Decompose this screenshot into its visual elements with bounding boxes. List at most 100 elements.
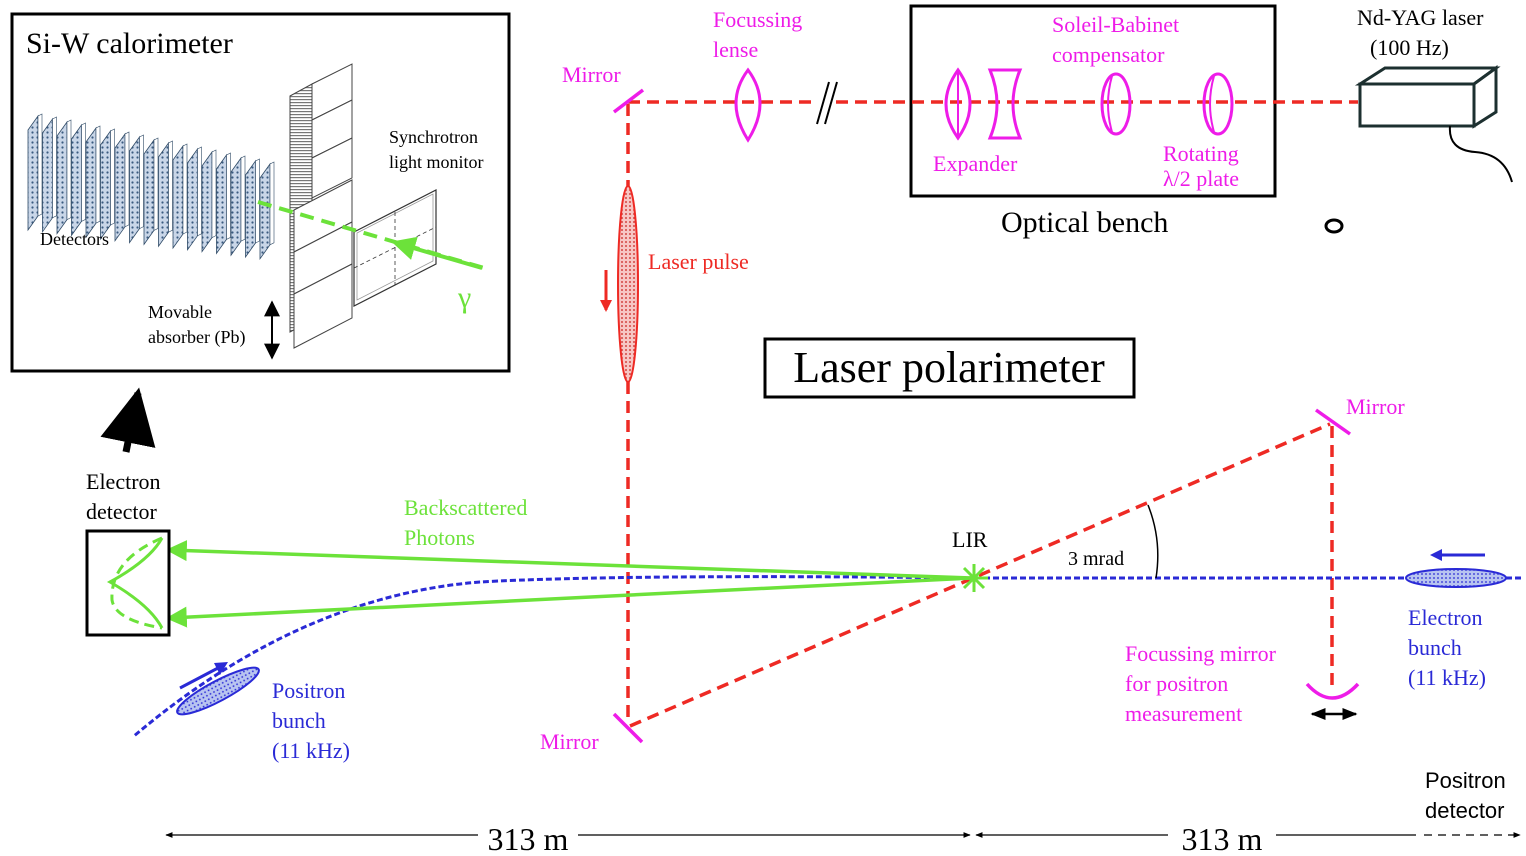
lir-interaction-point-icon	[960, 564, 988, 592]
detector-plate	[71, 123, 82, 237]
angle-arc	[1147, 504, 1159, 579]
detector-plate	[114, 132, 126, 243]
soleil-label-1: Soleil-Babinet	[1052, 12, 1179, 37]
synchrotron-label-1: Synchrotron	[389, 127, 478, 147]
laser-pulse-arrow	[600, 300, 612, 312]
detectors-label: Detectors	[40, 229, 109, 249]
positron-direction-arrow	[214, 662, 228, 675]
detector-plate	[201, 150, 213, 253]
rotating-label-2: λ/2 plate	[1163, 166, 1239, 191]
detector-plate	[259, 162, 271, 261]
detector-plate-edge	[139, 134, 144, 230]
rotating-label-1: Rotating	[1163, 141, 1239, 166]
mirror-bottom	[612, 712, 644, 744]
expander-concave-lens-icon	[987, 68, 1023, 140]
focussing-mirror-label-2: for positron	[1125, 671, 1228, 696]
expander-label: Expander	[933, 151, 1018, 176]
detector-plate	[172, 144, 184, 250]
page-title: Laser polarimeter	[793, 343, 1105, 392]
calorimeter-inset: Si-W calorimeter Synchrotron light monit…	[10, 12, 511, 373]
backscattered-label-2: Photons	[404, 525, 475, 550]
detector-plate-edge	[269, 161, 275, 246]
electron-bunch-label-3: (11 kHz)	[1408, 665, 1486, 690]
detector-plate-edge	[124, 131, 130, 228]
detector-plate-edge	[240, 155, 246, 242]
angle-label: 3 mrad	[1068, 548, 1124, 570]
lir-label: LIR	[952, 527, 988, 552]
positron-detector-label-1: Positron	[1425, 768, 1506, 793]
laser-pulse-label: Laser pulse	[648, 249, 749, 274]
movable-label-1: Movable	[148, 302, 212, 322]
electron-bunch-label-1: Electron	[1408, 605, 1483, 630]
detector-plate-edge	[52, 116, 57, 219]
distance-right-label: 313 m	[1182, 821, 1263, 856]
mirror-bottom-label: Mirror	[540, 729, 599, 754]
electron-detector-label-2: detector	[86, 499, 158, 524]
mirror-top-left-label: Mirror	[562, 62, 621, 87]
detector-plate	[143, 138, 155, 246]
detector-plate	[27, 114, 39, 232]
optical-bench-label: Optical bench	[1001, 206, 1168, 239]
positron-bunch-label-3: (11 kHz)	[272, 738, 350, 763]
focussing-lense-label-2: lense	[713, 37, 758, 62]
detector-plate-edge	[197, 146, 202, 237]
detector-stack	[27, 113, 275, 261]
backscattered-label-1: Backscattered	[404, 495, 527, 520]
detector-plate-edge	[66, 119, 72, 221]
positron-detector-label-2: detector	[1425, 798, 1505, 823]
photon-line-upper	[165, 540, 973, 580]
focussing-lense-label-1: Focussing	[713, 7, 802, 32]
positron-bunch-label-1: Positron	[272, 678, 345, 703]
focussing-mirror	[1305, 682, 1360, 700]
detector-plate	[85, 126, 97, 239]
laser-label-1: Nd-YAG laser	[1357, 5, 1484, 30]
focussing-lens-icon	[734, 67, 762, 143]
detector-plate-edge	[110, 128, 115, 226]
detector-plate	[56, 120, 68, 235]
detector-plate	[216, 153, 227, 255]
nd-yag-laser-icon	[1324, 65, 1513, 234]
soleil-label-2: compensator	[1052, 42, 1165, 67]
photon-line-lower	[165, 576, 973, 628]
detector-distribution-dashed	[110, 536, 163, 630]
laser-label-2: (100 Hz)	[1370, 35, 1449, 60]
gamma-label: γ	[457, 281, 471, 314]
detector-plate-edge	[182, 143, 188, 235]
detector-distribution-solid	[106, 537, 164, 629]
mirror-top-left	[612, 88, 645, 114]
positron-bunch-icon	[176, 666, 260, 716]
detector-plate	[230, 156, 242, 257]
movable-absorber	[289, 63, 353, 349]
electron-direction-arrow	[1430, 549, 1442, 561]
positron-bunch-label-2: bunch	[272, 708, 326, 733]
synchrotron-label-2: light monitor	[389, 152, 484, 172]
compensator-icon	[1100, 72, 1132, 136]
focussing-mirror-label-1: Focussing mirror	[1125, 641, 1277, 666]
gamma-beam	[257, 200, 485, 270]
detector-plate-edge	[226, 152, 231, 240]
up-arrow-to-calorimeter	[100, 387, 156, 453]
detector-plate-edge	[211, 149, 217, 239]
distance-left-label: 313 m	[488, 821, 569, 856]
detector-plate	[245, 159, 256, 259]
gamma-arrow	[391, 236, 483, 270]
electron-bunch-label-2: bunch	[1408, 635, 1462, 660]
electron-beam	[133, 575, 1524, 738]
laser-beam	[626, 81, 1358, 728]
detector-plate	[42, 117, 53, 234]
title-box	[763, 337, 1136, 399]
electron-bunch-icon	[1405, 568, 1507, 588]
detector-plate-edge	[255, 158, 260, 244]
mirror-right-label: Mirror	[1346, 394, 1405, 419]
electron-detector-label-1: Electron	[86, 469, 161, 494]
focussing-mirror-label-3: measurement	[1125, 701, 1242, 726]
detector-plate-edge	[37, 113, 43, 217]
calorimeter-title: Si-W calorimeter	[26, 27, 233, 60]
detector-plate-edge	[81, 122, 86, 222]
detector-plate	[100, 129, 111, 241]
detector-plate	[158, 141, 169, 248]
mirror-right	[1314, 408, 1352, 436]
detector-plate-edge	[95, 125, 101, 224]
laser-pulse-icon	[617, 185, 639, 383]
